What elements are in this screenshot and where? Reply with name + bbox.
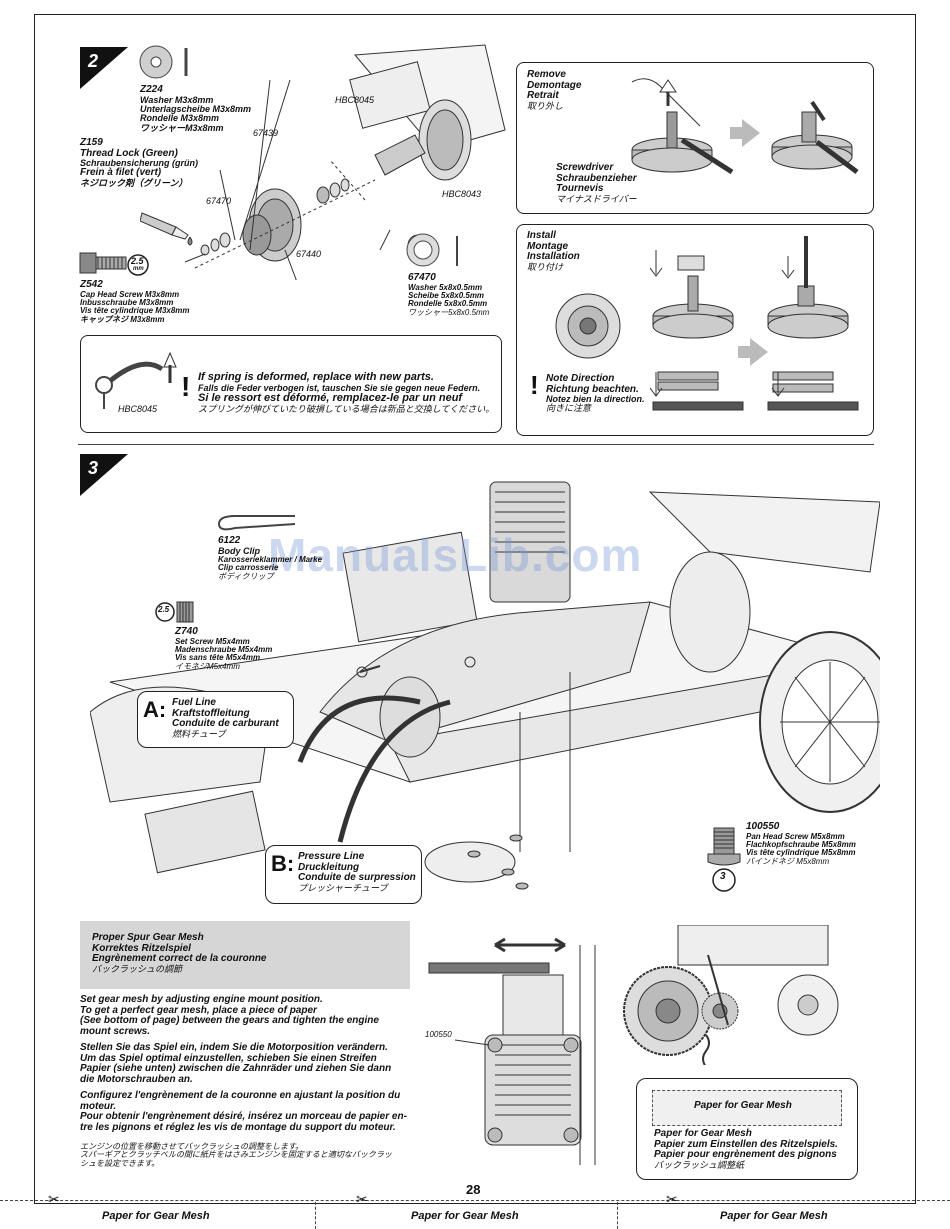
cut-divider-1: [315, 1202, 317, 1229]
z159-label: Z159 Thread Lock (Green)Schraubensicheru…: [80, 137, 199, 188]
wrench-size-icon: [127, 254, 149, 276]
cap-screw-z542-icon: [79, 252, 127, 274]
direction-exclamation-icon: !: [530, 370, 539, 400]
gear-mesh-text-en: Set gear mesh by adjusting engine mount …: [80, 994, 379, 1037]
hbc8045-callout: HBC8045: [335, 95, 375, 105]
pan-head-screws-illustration: [467, 834, 529, 890]
spring-illustration: [95, 351, 177, 409]
pressure-line-box: [265, 845, 422, 904]
buggy-chassis-illustration: [90, 481, 880, 883]
gear-mesh-header-bg: [80, 921, 410, 989]
washer-67470-icon: [406, 233, 458, 267]
washer-z224-icon: [139, 45, 188, 79]
callout-67440: 67440: [296, 249, 322, 259]
paper-sample-label: Paper for Gear Mesh: [694, 1100, 792, 1111]
install-illustration: [555, 236, 859, 411]
gear-mesh-text-de: Stellen Sie das Spiel ein, indem Sie die…: [80, 1042, 392, 1085]
paper-strip-3[interactable]: Paper for Gear Mesh: [720, 1210, 828, 1222]
spring-warning-text: If spring is deformed, replace with new …: [198, 371, 495, 414]
cut-divider-2: [617, 1202, 619, 1229]
pan-head-screw-100550-icon: [707, 827, 741, 892]
engine-mount-illustration: [428, 937, 596, 1165]
spur-gear-illustration: [623, 925, 839, 1065]
hbc8043-callout: HBC8043: [442, 189, 482, 199]
warning-exclamation-icon: !: [181, 371, 191, 402]
spring-ref-label: HBC8045: [118, 404, 158, 414]
callout-67439: 67439: [253, 128, 279, 138]
watermark: ManualsLib.com: [268, 529, 643, 581]
z740-wrench-label: 2.5: [158, 605, 170, 614]
fuel-line-letter: A:: [143, 697, 167, 722]
clutch-assembly-illustration: [184, 44, 506, 280]
section-divider: [78, 444, 874, 445]
set-screw-z740-icon: [155, 601, 194, 623]
gear-mesh-text-jp: エンジンの位置を移動させてバックラッシュの調整をします。スパーギアとクラッチベル…: [80, 1142, 392, 1168]
scissors-icon: ✂: [356, 1191, 368, 1207]
scissors-icon: ✂: [48, 1191, 60, 1207]
spring-warning-box: [80, 335, 502, 433]
paper-strip-2[interactable]: Paper for Gear Mesh: [411, 1210, 519, 1222]
gear-mesh-text-fr: Configurez l'engrènement de la couronne …: [80, 1090, 407, 1133]
scissors-icon: ✂: [666, 1191, 678, 1207]
page-number: 28: [466, 1182, 481, 1197]
callout-67470-a: 67470: [206, 196, 232, 206]
p100550-wrench-label: 3: [720, 871, 726, 882]
gear-mesh-callout-100550: 100550: [425, 1030, 452, 1039]
body-clip-icon: [217, 515, 296, 531]
pressure-line-letter: B:: [271, 851, 295, 876]
page-frame: [34, 14, 916, 1204]
paper-sample: [652, 1090, 842, 1126]
cut-line: [0, 1200, 950, 1201]
thread-lock-tube-icon: [140, 212, 193, 246]
fuel-line-box: [137, 691, 294, 748]
paper-strip-1[interactable]: Paper for Gear Mesh: [102, 1210, 210, 1222]
remove-illustration: [631, 78, 859, 175]
